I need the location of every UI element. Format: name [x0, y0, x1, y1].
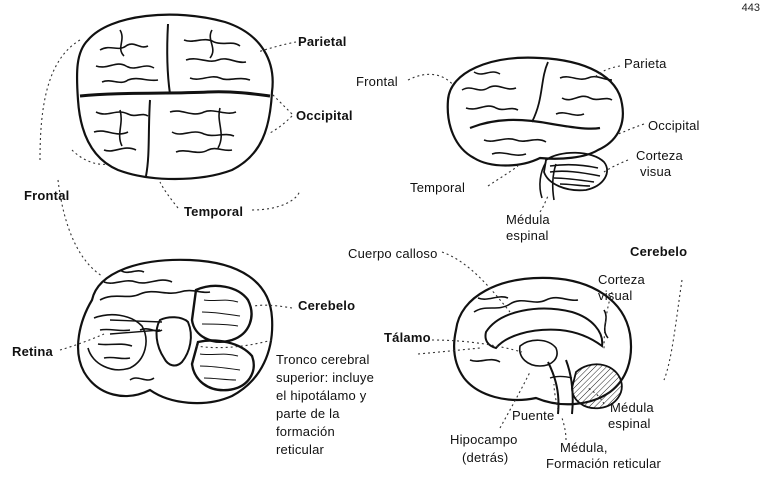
label-bottom-retina: Retina [12, 344, 53, 359]
label-lateral-spinal-cord-1: Médula [506, 212, 550, 227]
label-bottom-brainstem-4: parte de la [276, 406, 340, 421]
label-medial-spinal-cord-2: espinal [608, 416, 651, 431]
label-lateral-visual-cortex-2: visua [640, 164, 671, 179]
label-bottom-cerebellum: Cerebelo [298, 298, 355, 313]
label-top-frontal: Frontal [24, 188, 69, 203]
label-lateral-temporal: Temporal [410, 180, 465, 195]
label-lateral-frontal: Frontal [356, 74, 398, 89]
label-top-temporal: Temporal [184, 204, 243, 219]
top-view-brain [77, 15, 273, 179]
label-medial-medulla-1: Médula, [560, 440, 608, 455]
label-medial-hippocampus-2: (detrás) [462, 450, 508, 465]
label-medial-medulla-2: Formación reticular [546, 456, 661, 471]
label-medial-visual-cortex-1: Corteza [598, 272, 645, 287]
bottom-view-brain [78, 260, 272, 403]
label-medial-thalamus: Tálamo [384, 330, 431, 345]
label-lateral-occipital: Occipital [648, 118, 700, 133]
label-bottom-brainstem-2: superior: incluye [276, 370, 374, 385]
label-medial-corpus-callosum: Cuerpo calloso [348, 246, 438, 261]
label-top-parietal: Parietal [298, 34, 347, 49]
label-top-occipital: Occipital [296, 108, 353, 123]
label-lateral-visual-cortex-1: Corteza [636, 148, 683, 163]
label-medial-visual-cortex-2: visual [598, 288, 632, 303]
label-lateral-spinal-cord-2: espinal [506, 228, 549, 243]
label-lateral-parietal: Parieta [624, 56, 667, 71]
label-bottom-brainstem-3: el hipotálamo y [276, 388, 366, 403]
lateral-view-brain [448, 58, 623, 200]
label-medial-hippocampus-1: Hipocampo [450, 432, 518, 447]
label-bottom-brainstem-1: Tronco cerebral [276, 352, 370, 367]
label-bottom-brainstem-6: reticular [276, 442, 324, 457]
label-medial-cerebellum: Cerebelo [630, 244, 687, 259]
label-bottom-brainstem-5: formación [276, 424, 335, 439]
label-medial-pons: Puente [512, 408, 554, 423]
label-medial-spinal-cord-1: Médula [610, 400, 654, 415]
page-number: 443 [742, 2, 760, 14]
